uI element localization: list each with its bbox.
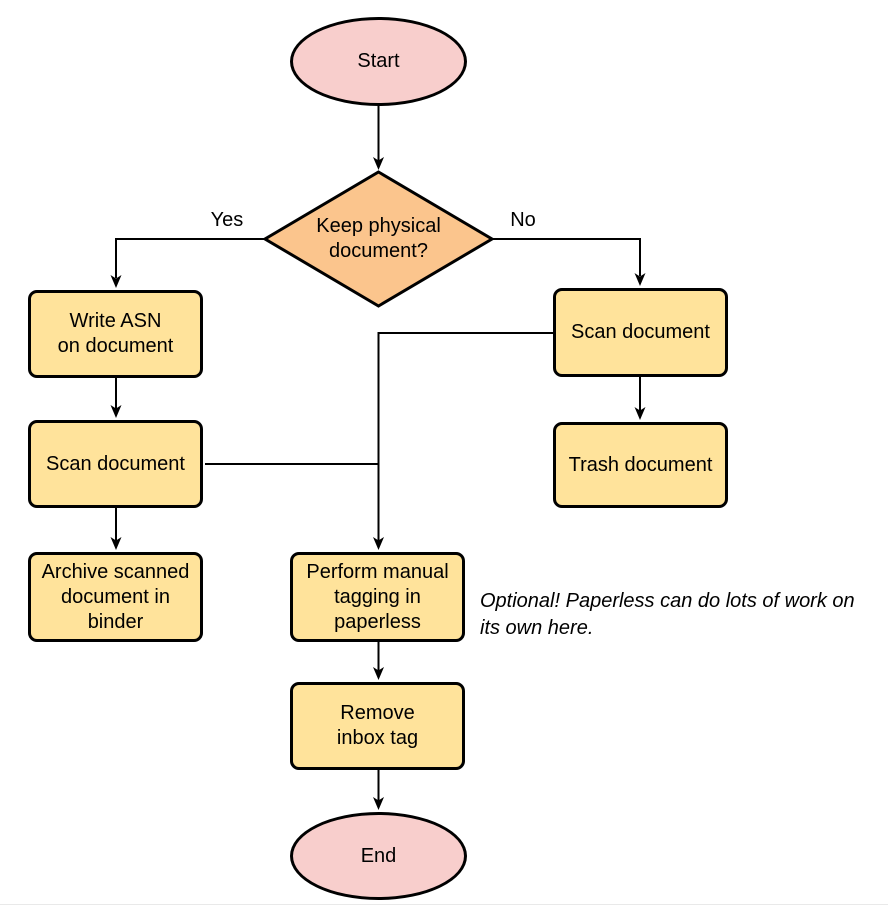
node-decision-label: Keep physical document? [316,215,441,262]
optional-note: Optional! Paperless can do lots of work … [480,590,855,639]
node-trash-document: Trash document [553,422,728,508]
node-remove-inbox-tag-label: Remove inbox tag [336,702,419,749]
node-remove-inbox-tag: Remove inbox tag [290,682,465,770]
node-archive-binder-label: Archive scanned document in binder [41,560,190,633]
node-scan-document-right-label: Scan document [571,321,710,343]
node-end: End [290,812,467,900]
node-archive-binder: Archive scanned document in binder [28,552,203,642]
node-end-label: End [360,844,397,867]
node-decision-shape [262,170,495,308]
node-start-label: Start [357,50,400,72]
node-decision: Keep physical document? [268,214,489,264]
edge-yes-to-write-asn [110,238,265,288]
node-manual-tagging-label: Perform manual tagging in paperless [306,560,449,633]
edge-scan-right-to-trash [634,377,646,420]
node-write-asn: Write ASN on document [28,290,203,378]
node-trash-document-label: Trash document [568,453,713,476]
node-manual-tagging: Perform manual tagging in paperless [290,552,465,642]
node-scan-document-left-label: Scan document [46,452,185,475]
edge-remove-to-end [373,770,384,810]
edge-write-asn-to-scan-left [110,378,122,418]
node-scan-document-right: Scan document [553,288,728,377]
edge-label-no: No [510,209,536,231]
edge-scan-left-to-archive [110,508,122,550]
edge-tagging-to-remove [373,642,384,680]
node-write-asn-label: Write ASN on document [57,310,174,357]
edge-scan-right-to-tagging [373,332,553,550]
edge-start-to-decision [373,106,384,170]
node-scan-document-left: Scan document [28,420,203,508]
canvas-bottom-edge [0,904,888,905]
edge-label-yes: Yes [210,209,244,231]
edge-no-to-scan-right [492,238,646,286]
node-start: Start [290,17,467,106]
